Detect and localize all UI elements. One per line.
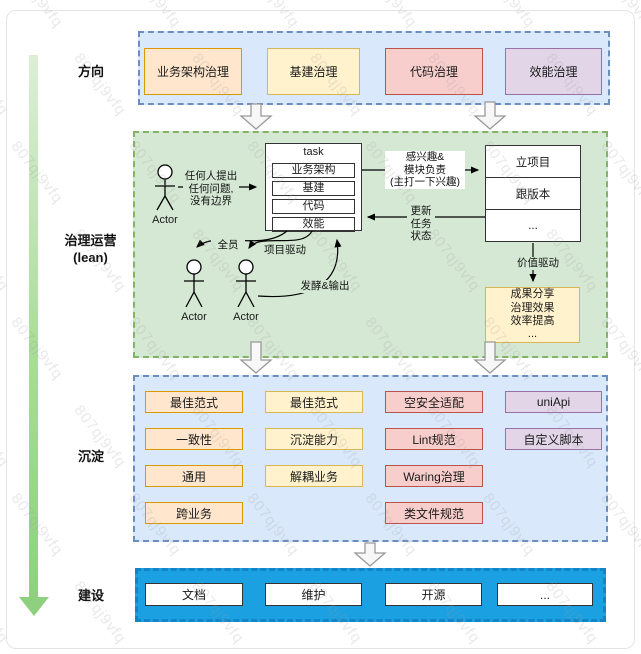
project-row-version: 跟版本 (486, 178, 580, 210)
timeline-arrow-head-icon (19, 597, 49, 616)
task-row-business-arch: 业务架构 (272, 163, 355, 178)
rail-label-precipitate: 沉淀 (77, 449, 104, 464)
build-box-opensource: 开源 (385, 583, 482, 606)
precipitate-box: Lint规范 (385, 428, 483, 450)
precipitate-box: 一致性 (145, 428, 243, 450)
label-ferment-output: 发酵&输出 (298, 280, 352, 293)
timeline-arrow-bar (29, 55, 38, 598)
build-box-more: ... (497, 583, 593, 606)
project-box: 立项目 跟版本 ... (485, 145, 581, 242)
page-card-border (6, 10, 635, 649)
precipitate-box: 空安全适配 (385, 391, 483, 413)
task-row-infra: 基建 (272, 181, 355, 196)
label-update-status: 更新 任务 状态 (407, 205, 435, 243)
project-row-setup: 立项目 (486, 146, 580, 178)
precipitate-box: 类文件规范 (385, 502, 483, 524)
task-row-code: 代码 (272, 199, 355, 214)
direction-box-efficiency: 效能治理 (505, 48, 602, 95)
result-box: 成果分享 治理效果 效率提高 ... (485, 287, 580, 343)
rail-label-operation: 治理运营 (lean) (64, 233, 117, 265)
task-box-title: task (303, 146, 324, 158)
precipitate-box: 最佳范式 (265, 391, 363, 413)
task-row-efficiency: 效能 (272, 217, 355, 232)
precipitate-box: 最佳范式 (145, 391, 243, 413)
label-anyone-raise: 任何人提出 任何问题, 没有边界 (183, 170, 239, 208)
actor1-label: Actor (152, 214, 178, 226)
direction-box-code: 代码治理 (385, 48, 483, 95)
label-interest: 感兴趣& 模块负责 (主打一下兴趣) (385, 151, 465, 189)
direction-box-business-arch: 业务架构治理 (144, 48, 242, 95)
direction-box-infra: 基建治理 (267, 48, 360, 95)
build-box-docs: 文档 (145, 583, 243, 606)
task-box: task 业务架构 基建 代码 效能 (265, 143, 362, 232)
label-project-driven: 项目驱动 (260, 244, 310, 257)
build-box-maintain: 维护 (265, 583, 362, 606)
label-everyone: 全员 (211, 239, 245, 252)
rail-label-direction: 方向 (77, 64, 104, 79)
precipitate-box: 解耦业务 (265, 465, 363, 487)
precipitate-box: 通用 (145, 465, 243, 487)
project-row-more: ... (528, 219, 538, 232)
precipitate-box: 沉淀能力 (265, 428, 363, 450)
precipitate-box: Waring治理 (385, 465, 483, 487)
actor3-label: Actor (233, 311, 259, 323)
precipitate-box: uniApi (505, 391, 602, 413)
label-value-driven: 价值驱动 (515, 257, 561, 270)
rail-label-build: 建设 (77, 588, 104, 603)
precipitate-box: 跨业务 (145, 502, 243, 524)
precipitate-box: 自定义脚本 (505, 428, 602, 450)
actor2-label: Actor (181, 311, 207, 323)
